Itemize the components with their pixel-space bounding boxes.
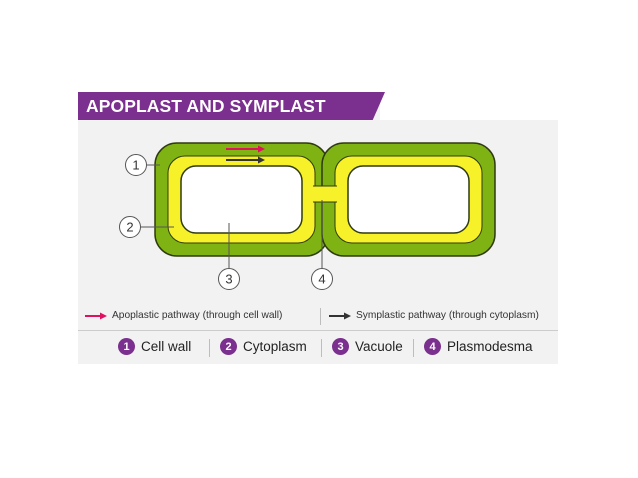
callout-1-circle xyxy=(125,154,147,176)
plasmodesma-channel xyxy=(310,186,340,202)
legend-badge-2: 2 xyxy=(220,338,237,355)
legend: 1 Cell wall 2 Cytoplasm 3 Vacuole 4 Plas… xyxy=(78,330,558,363)
title-tail xyxy=(380,92,558,120)
legend-item-cell-wall: 1 Cell wall xyxy=(118,338,191,355)
symplastic-arrow-icon xyxy=(226,156,265,164)
pathway-divider xyxy=(320,308,321,325)
callout-4-number: 4 xyxy=(318,272,325,287)
legend-label-cytoplasm: Cytoplasm xyxy=(243,339,307,354)
pathway-key-apoplastic: Apoplastic pathway (through cell wall) xyxy=(84,310,282,321)
apoplastic-label: Apoplastic pathway (through cell wall) xyxy=(112,310,283,321)
callout-1-number: 1 xyxy=(132,158,139,173)
callout-4-circle xyxy=(311,268,333,290)
legend-label-plasmodesma: Plasmodesma xyxy=(447,339,533,354)
apoplastic-key-arrow-icon xyxy=(85,312,107,319)
pathway-key-symplastic: Symplastic pathway (through cytoplasm) xyxy=(328,310,539,321)
right-vacuole xyxy=(347,165,470,234)
legend-item-plasmodesma: 4 Plasmodesma xyxy=(424,338,533,355)
legend-badge-4: 4 xyxy=(424,338,441,355)
legend-divider-2 xyxy=(321,339,322,357)
title-banner: APOPLAST AND SYMPLAST xyxy=(78,92,385,120)
callout-2-circle xyxy=(119,216,141,238)
left-vacuole xyxy=(180,165,303,234)
callout-3-circle xyxy=(218,268,240,290)
legend-divider-3 xyxy=(413,339,414,357)
symplastic-label: Symplastic pathway (through cytoplasm) xyxy=(356,310,539,321)
legend-divider-1 xyxy=(209,339,210,357)
callout-2-number: 2 xyxy=(126,220,133,235)
legend-badge-1: 1 xyxy=(118,338,135,355)
legend-item-vacuole: 3 Vacuole xyxy=(332,338,403,355)
legend-label-vacuole: Vacuole xyxy=(355,339,403,354)
legend-item-cytoplasm: 2 Cytoplasm xyxy=(220,338,307,355)
legend-label-cell-wall: Cell wall xyxy=(141,339,192,354)
pathway-key: Apoplastic pathway (through cell wall) S… xyxy=(78,306,558,328)
callout-3-number: 3 xyxy=(225,272,232,287)
symplastic-key-arrow-icon xyxy=(329,312,351,319)
diagram-title: APOPLAST AND SYMPLAST xyxy=(86,95,326,116)
legend-badge-3: 3 xyxy=(332,338,349,355)
apoplastic-arrow-icon xyxy=(226,145,265,153)
